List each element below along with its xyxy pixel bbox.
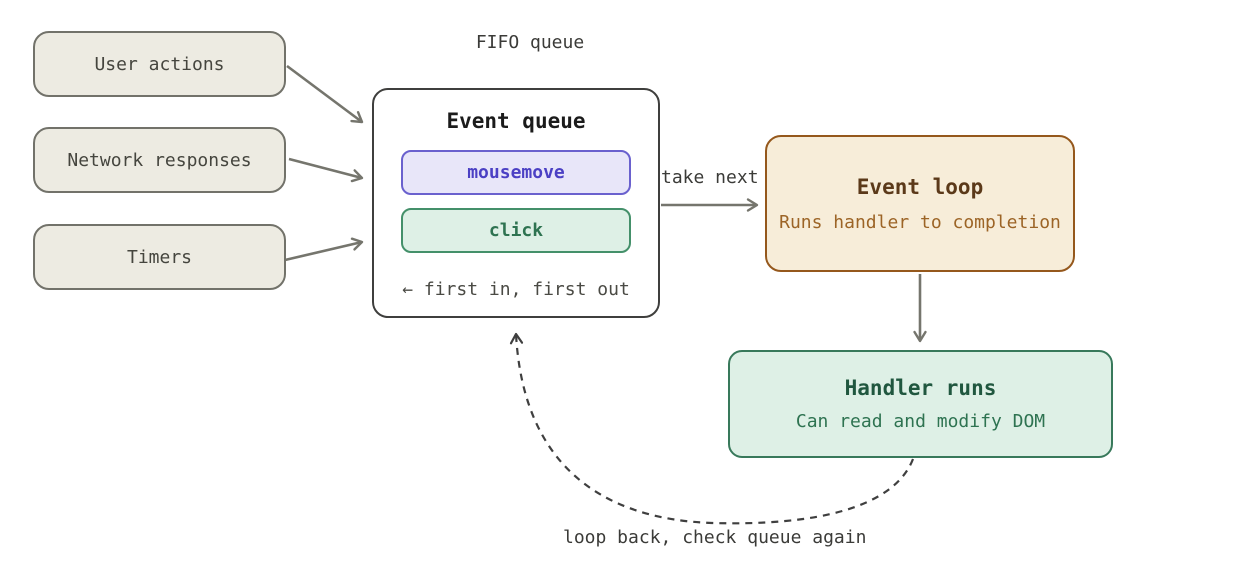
fifo-queue-label: FIFO queue: [475, 32, 585, 53]
queue-item-mousemove-label: mousemove: [467, 162, 565, 183]
source-box-user-actions: User actions: [33, 31, 286, 97]
queue-item-mousemove: mousemove: [401, 150, 631, 195]
handler-runs-subtitle: Can read and modify DOM: [795, 411, 1046, 432]
source-label-user-actions: User actions: [94, 53, 225, 75]
queue-item-click-label: click: [488, 220, 544, 241]
event-queue-box: Event queue mousemove click ← first in, …: [372, 88, 660, 318]
source-label-timers: Timers: [126, 246, 193, 268]
source-box-network-responses: Network responses: [33, 127, 286, 193]
arrow-user-actions-to-queue: [286, 64, 364, 124]
queue-item-click: click: [401, 208, 631, 253]
event-queue-title: Event queue: [446, 109, 586, 133]
handler-runs-title: Handler runs: [844, 376, 997, 400]
loop-back-label: loop back, check queue again: [563, 527, 867, 548]
event-loop-box: Event loop Runs handler to completion: [765, 135, 1075, 272]
arrow-timers-to-queue: [284, 237, 364, 262]
fifo-note: ← first in, first out: [402, 279, 630, 300]
handler-runs-box: Handler runs Can read and modify DOM: [728, 350, 1113, 458]
event-loop-title: Event loop: [856, 174, 984, 199]
arrow-network-to-queue: [288, 157, 364, 183]
event-loop-subtitle: Runs handler to completion: [779, 211, 1061, 233]
take-next-label: take next: [661, 167, 759, 188]
source-label-network-responses: Network responses: [67, 149, 252, 171]
source-box-timers: Timers: [33, 224, 286, 290]
